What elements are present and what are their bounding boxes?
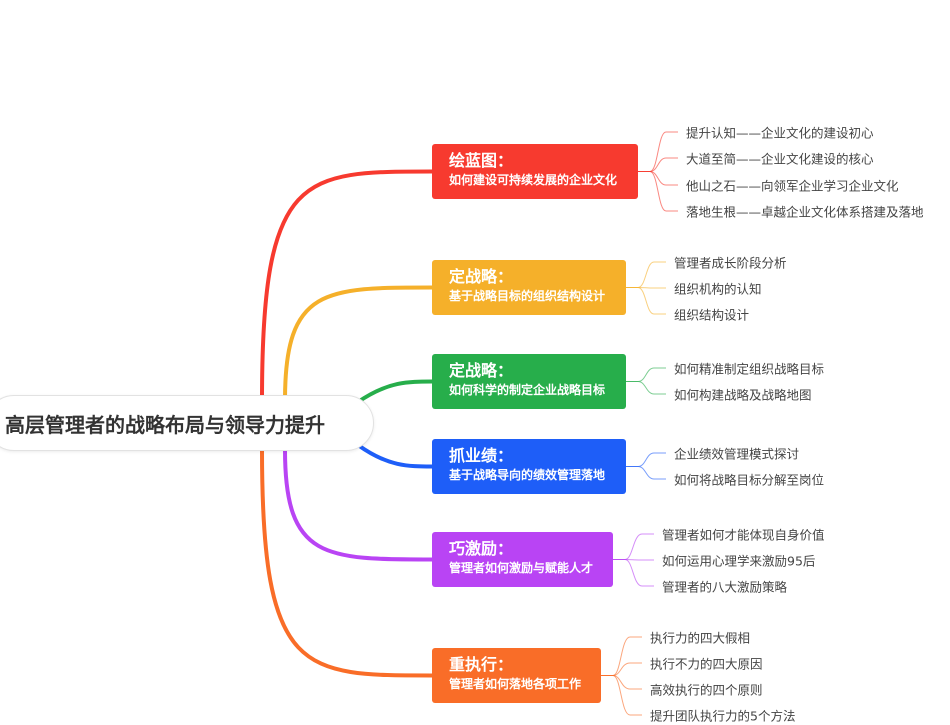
- leaf-topic[interactable]: 提升认知——企业文化的建设初心: [686, 125, 874, 141]
- leaf-topic[interactable]: 管理者的八大激励策略: [662, 579, 788, 595]
- leaf-topic[interactable]: 如何运用心理学来激励95后: [662, 553, 816, 569]
- branch-title: 巧激励：: [449, 539, 514, 558]
- branch-topic[interactable]: 巧激励： 管理者如何激励与赋能人才: [432, 532, 613, 587]
- leaf-connector: [638, 157, 678, 172]
- leaf-topic[interactable]: 落地生根——卓越企业文化体系搭建及落地: [686, 204, 924, 220]
- root-topic[interactable]: 高层管理者的战略布局与领导力提升: [0, 395, 374, 451]
- branch-connector: [283, 285, 433, 401]
- leaf-topic[interactable]: 他山之石——向领军企业学习企业文化: [686, 178, 899, 194]
- leaf-topic[interactable]: 组织结构设计: [674, 307, 750, 323]
- leaf-connector: [613, 559, 654, 587]
- branch-title: 定战略：: [449, 361, 514, 380]
- leaf-connector: [601, 662, 642, 676]
- branch-connector: [260, 169, 433, 401]
- branch-topic[interactable]: 重执行： 管理者如何落地各项工作: [432, 648, 601, 703]
- leaf-topic[interactable]: 大道至简——企业文化建设的核心: [686, 151, 874, 167]
- branch-title: 重执行：: [449, 655, 514, 674]
- branch-connector: [356, 443, 433, 469]
- branch-subtitle: 管理者如何激励与赋能人才: [449, 561, 594, 575]
- leaf-connector: [601, 675, 642, 690]
- leaf-connector: [626, 452, 666, 467]
- leaf-connector: [601, 636, 642, 676]
- branch-subtitle: 如何科学的制定企业战略目标: [449, 383, 606, 397]
- leaf-topic[interactable]: 执行不力的四大原因: [650, 656, 763, 672]
- leaf-connector: [626, 381, 666, 395]
- branch-topic[interactable]: 定战略： 基于战略目标的组织结构设计: [432, 260, 626, 315]
- branch-subtitle: 如何建设可持续发展的企业文化: [449, 173, 618, 187]
- root-title: 高层管理者的战略布局与领导力提升: [5, 412, 325, 437]
- leaf-connector: [613, 533, 654, 560]
- leaf-connector: [601, 675, 642, 716]
- branch-subtitle: 基于战略导向的绩效管理落地: [449, 468, 606, 482]
- leaf-topic[interactable]: 如何构建战略及战略地图: [674, 387, 812, 403]
- branch-title: 绘蓝图：: [449, 151, 514, 170]
- leaf-topic[interactable]: 如何精准制定组织战略目标: [674, 361, 825, 377]
- branch-topic[interactable]: 绘蓝图： 如何建设可持续发展的企业文化: [432, 144, 638, 199]
- branch-topic[interactable]: 定战略： 如何科学的制定企业战略目标: [432, 354, 626, 409]
- leaf-connector: [638, 171, 678, 186]
- leaf-topic[interactable]: 执行力的四大假相: [650, 630, 751, 646]
- leaf-connector: [626, 261, 666, 288]
- leaf-connector: [626, 466, 666, 480]
- branch-connector: [283, 449, 433, 562]
- leaf-topic[interactable]: 管理者如何才能体现自身价值: [662, 527, 825, 543]
- leaf-topic[interactable]: 组织机构的认知: [674, 281, 762, 297]
- branch-subtitle: 管理者如何落地各项工作: [449, 677, 582, 691]
- leaf-topic[interactable]: 高效执行的四个原则: [650, 682, 763, 698]
- branch-connector: [356, 379, 433, 404]
- leaf-topic[interactable]: 管理者成长阶段分析: [674, 255, 787, 271]
- branch-connector: [260, 449, 433, 678]
- leaf-topic[interactable]: 提升团队执行力的5个方法: [650, 708, 796, 724]
- branch-topic[interactable]: 抓业绩： 基于战略导向的绩效管理落地: [432, 439, 626, 494]
- leaf-connector: [626, 287, 666, 315]
- branch-subtitle: 基于战略目标的组织结构设计: [449, 289, 606, 303]
- branch-title: 抓业绩：: [449, 446, 514, 465]
- branch-title: 定战略：: [449, 267, 514, 286]
- leaf-connector: [626, 367, 666, 382]
- leaf-topic[interactable]: 如何将战略目标分解至岗位: [674, 472, 825, 488]
- leaf-topic[interactable]: 企业绩效管理模式探讨: [674, 446, 800, 462]
- leaf-connector: [638, 171, 678, 212]
